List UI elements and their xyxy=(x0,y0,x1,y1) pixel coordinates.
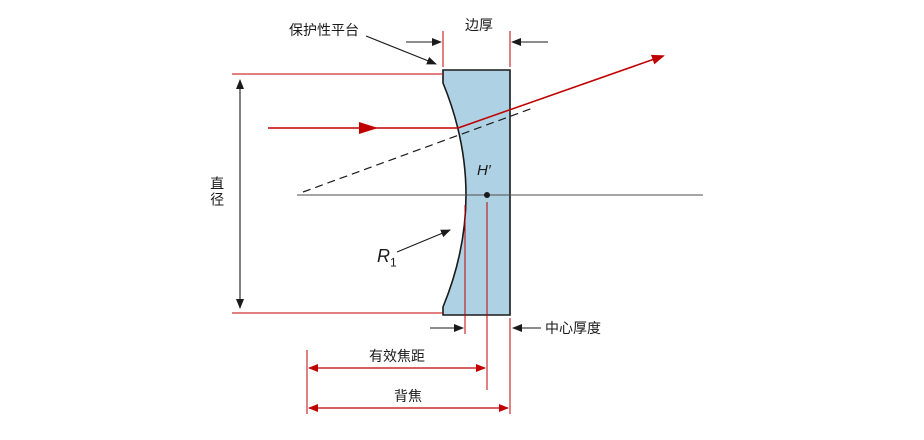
center-thickness-label: 中心厚度 xyxy=(545,320,601,336)
radius-label: R1 xyxy=(377,246,397,270)
radius-label-main: R xyxy=(377,246,390,266)
incident-ray xyxy=(268,122,458,134)
effective-focal-length-label: 有效焦距 xyxy=(369,348,425,364)
virtual-ray-dashed xyxy=(302,107,534,193)
refracted-ray xyxy=(457,54,665,129)
extension-lines xyxy=(232,31,511,414)
incident-ray-arrowhead xyxy=(359,122,378,134)
principal-point-dot xyxy=(484,192,490,198)
back-focal-length-label: 背焦 xyxy=(394,388,422,404)
radius-label-sub: 1 xyxy=(390,255,397,270)
protective-flat-leader xyxy=(365,35,437,65)
edge-thickness-label: 边厚 xyxy=(465,17,493,33)
principal-plane-label: H′ xyxy=(477,162,491,179)
protective-flat-label: 保护性平台 xyxy=(289,22,359,38)
lens-body xyxy=(442,69,511,316)
radius-leader xyxy=(396,229,451,253)
diameter-label: 直径 xyxy=(209,176,226,208)
